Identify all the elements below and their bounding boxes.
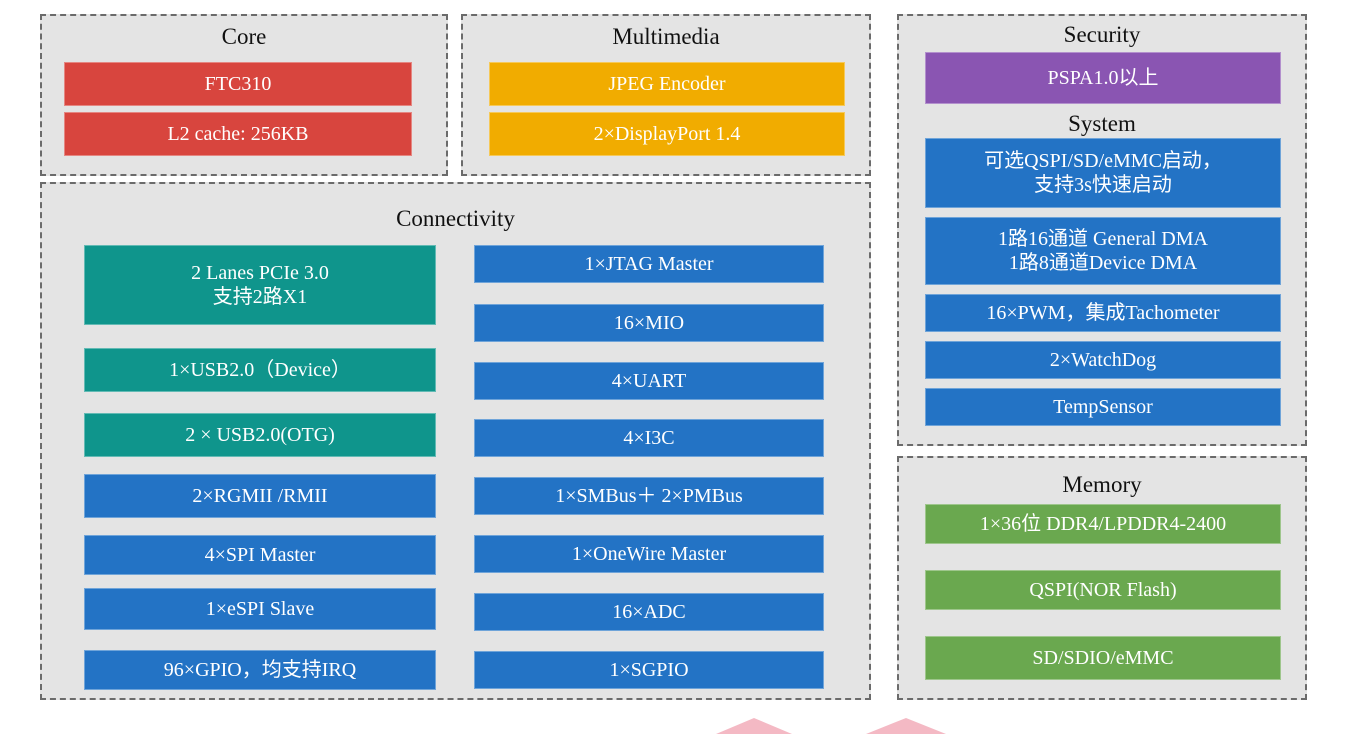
- conn-block-onewire: 1×OneWire Master: [474, 535, 824, 573]
- watermark-fragment-right: [866, 718, 946, 734]
- conn-block-pcie: 2 Lanes PCIe 3.0 支持2路X1: [84, 245, 436, 325]
- memory-title: Memory: [1062, 472, 1142, 497]
- memory-block-sd: SD/SDIO/eMMC: [925, 636, 1281, 680]
- conn-block-rgmii: 2×RGMII /RMII: [84, 474, 436, 518]
- multimedia-title: Multimedia: [612, 24, 720, 49]
- conn-block-mio: 16×MIO: [474, 304, 824, 342]
- multimedia-panel: Multimedia JPEG Encoder 2×DisplayPort 1.…: [461, 14, 871, 176]
- core-block-ftc310: FTC310: [64, 62, 412, 106]
- watermark-fragment-left: [716, 718, 792, 734]
- conn-block-sgpio: 1×SGPIO: [474, 651, 824, 689]
- memory-panel: Memory 1×36位 DDR4/LPDDR4-2400 QSPI(NOR F…: [897, 456, 1307, 700]
- conn-block-jtag: 1×JTAG Master: [474, 245, 824, 283]
- multimedia-block-jpeg: JPEG Encoder: [489, 62, 845, 106]
- conn-block-espi-slave: 1×eSPI Slave: [84, 588, 436, 630]
- system-block-dma: 1路16通道 General DMA 1路8通道Device DMA: [925, 217, 1281, 285]
- security-title: Security: [1063, 22, 1141, 47]
- conn-block-usb-device: 1×USB2.0（Device）: [84, 348, 436, 392]
- system-block-tempsensor: TempSensor: [925, 388, 1281, 426]
- core-block-l2-cache: L2 cache: 256KB: [64, 112, 412, 156]
- security-system-panel: Security PSPA1.0以上 System 可选QSPI/SD/eMMC…: [897, 14, 1307, 446]
- conn-block-gpio: 96×GPIO，均支持IRQ: [84, 650, 436, 690]
- system-block-watchdog: 2×WatchDog: [925, 341, 1281, 379]
- conn-block-i3c: 4×I3C: [474, 419, 824, 457]
- system-title: System: [1068, 111, 1136, 136]
- system-block-pwm: 16×PWM，集成Tachometer: [925, 294, 1281, 332]
- system-block-boot: 可选QSPI/SD/eMMC启动， 支持3s快速启动: [925, 138, 1281, 208]
- security-block-pspa: PSPA1.0以上: [925, 52, 1281, 104]
- memory-block-qspi: QSPI(NOR Flash): [925, 570, 1281, 610]
- connectivity-title: Connectivity: [396, 206, 515, 231]
- conn-block-smbus-pmbus: 1×SMBus＋ 2×PMBus: [474, 477, 824, 515]
- multimedia-block-displayport: 2×DisplayPort 1.4: [489, 112, 845, 156]
- connectivity-panel: Connectivity 2 Lanes PCIe 3.0 支持2路X1 1×U…: [40, 182, 871, 700]
- conn-block-uart: 4×UART: [474, 362, 824, 400]
- core-title: Core: [221, 24, 267, 49]
- conn-block-spi-master: 4×SPI Master: [84, 535, 436, 575]
- core-panel: Core FTC310 L2 cache: 256KB: [40, 14, 448, 176]
- conn-block-usb-otg: 2 × USB2.0(OTG): [84, 413, 436, 457]
- memory-block-ddr4: 1×36位 DDR4/LPDDR4-2400: [925, 504, 1281, 544]
- conn-block-adc: 16×ADC: [474, 593, 824, 631]
